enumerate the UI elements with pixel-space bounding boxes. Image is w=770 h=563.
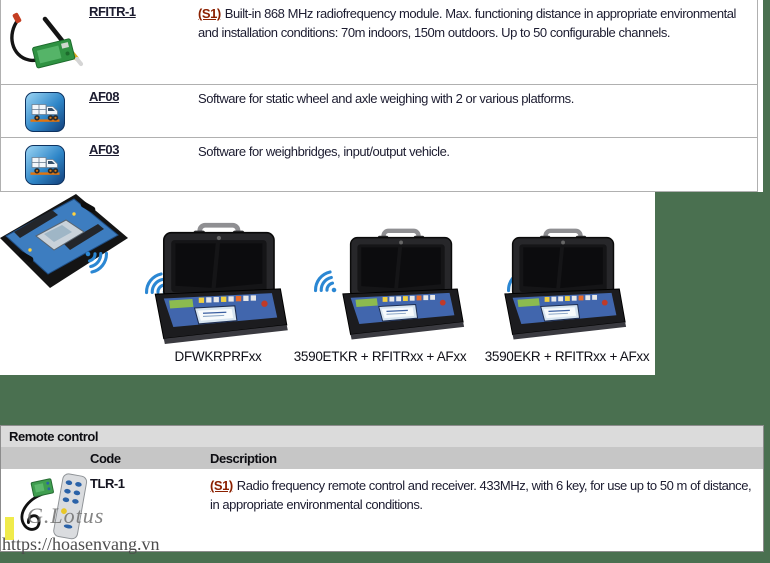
code-cell: RFITR-1 [89,0,198,84]
description-cell: Software for weighbridges, input/output … [198,138,757,191]
portable-case-indicator-photo [505,231,626,340]
table-row: AF03 Software for weighbridges, input/ou… [1,138,757,192]
product-description: Radio frequency remote control and recei… [210,478,752,512]
banner-label: DFWKRPRFxx [175,349,263,364]
product-thumb-cell [1,0,89,84]
product-description: Built-in 868 MHz radiofrequency module. … [198,6,736,40]
banner-label: 3590ETKR + RFITRxx + AFxx [294,349,467,364]
column-header-description: Description [210,450,277,466]
column-header-code: Code [90,450,121,466]
code-link-rfitr-1[interactable]: RFITR-1 [89,4,136,19]
wifi-signal-icon [310,267,345,303]
table-row: TLR-1 (S1)Radio frequency remote control… [1,469,763,551]
s1-tag: (S1) [198,6,221,21]
code-cell: TLR-1 [90,469,210,551]
top-sheet: RFITR-1 (S1)Built-in 868 MHz radiofreque… [0,0,763,192]
description-cell: (S1)Radio frequency remote control and r… [210,469,763,551]
product-description: Software for weighbridges, input/output … [198,144,450,159]
code-link-af08[interactable]: AF08 [89,89,119,104]
truck-weighing-app-icon [25,145,65,185]
portable-case-indicator-photo [343,231,464,340]
remote-control-section: Remote control Code Description [0,425,764,552]
code-tlr-1: TLR-1 [90,476,125,491]
column-header-bar: Code Description [1,447,763,469]
table-row: AF08 Software for static wheel and axle … [1,85,757,138]
portable-case-indicator-photo [155,225,287,344]
code-link-af03[interactable]: AF03 [89,142,119,157]
rf-module-photo [10,12,84,69]
wheel-weighing-pad-photo [0,194,128,288]
table-row: RFITR-1 (S1)Built-in 868 MHz radiofreque… [1,0,757,85]
description-cell: Software for static wheel and axle weigh… [198,85,757,137]
product-description: Software for static wheel and axle weigh… [198,91,574,106]
code-cell: AF03 [89,138,198,191]
truck-weighing-app-icon [25,92,65,132]
product-table: RFITR-1 (S1)Built-in 868 MHz radiofreque… [0,0,758,192]
product-thumb-cell [1,138,89,191]
banner-label: 3590EKR + RFITRxx + AFxx [485,349,650,364]
product-thumb-cell [1,469,90,551]
remote-control-photo [20,473,88,540]
code-cell: AF08 [89,85,198,137]
banner-image: DFWKRPRFxx 3590ETKR + RFITRxx + AFxx 359… [0,192,655,375]
product-thumb-cell [1,85,89,137]
product-banner: DFWKRPRFxx 3590ETKR + RFITRxx + AFxx 359… [0,192,770,425]
section-title-bar: Remote control [1,426,763,447]
section-title: Remote control [9,429,99,444]
description-cell: (S1)Built-in 868 MHz radiofrequency modu… [198,0,757,84]
s1-tag: (S1) [210,478,233,493]
